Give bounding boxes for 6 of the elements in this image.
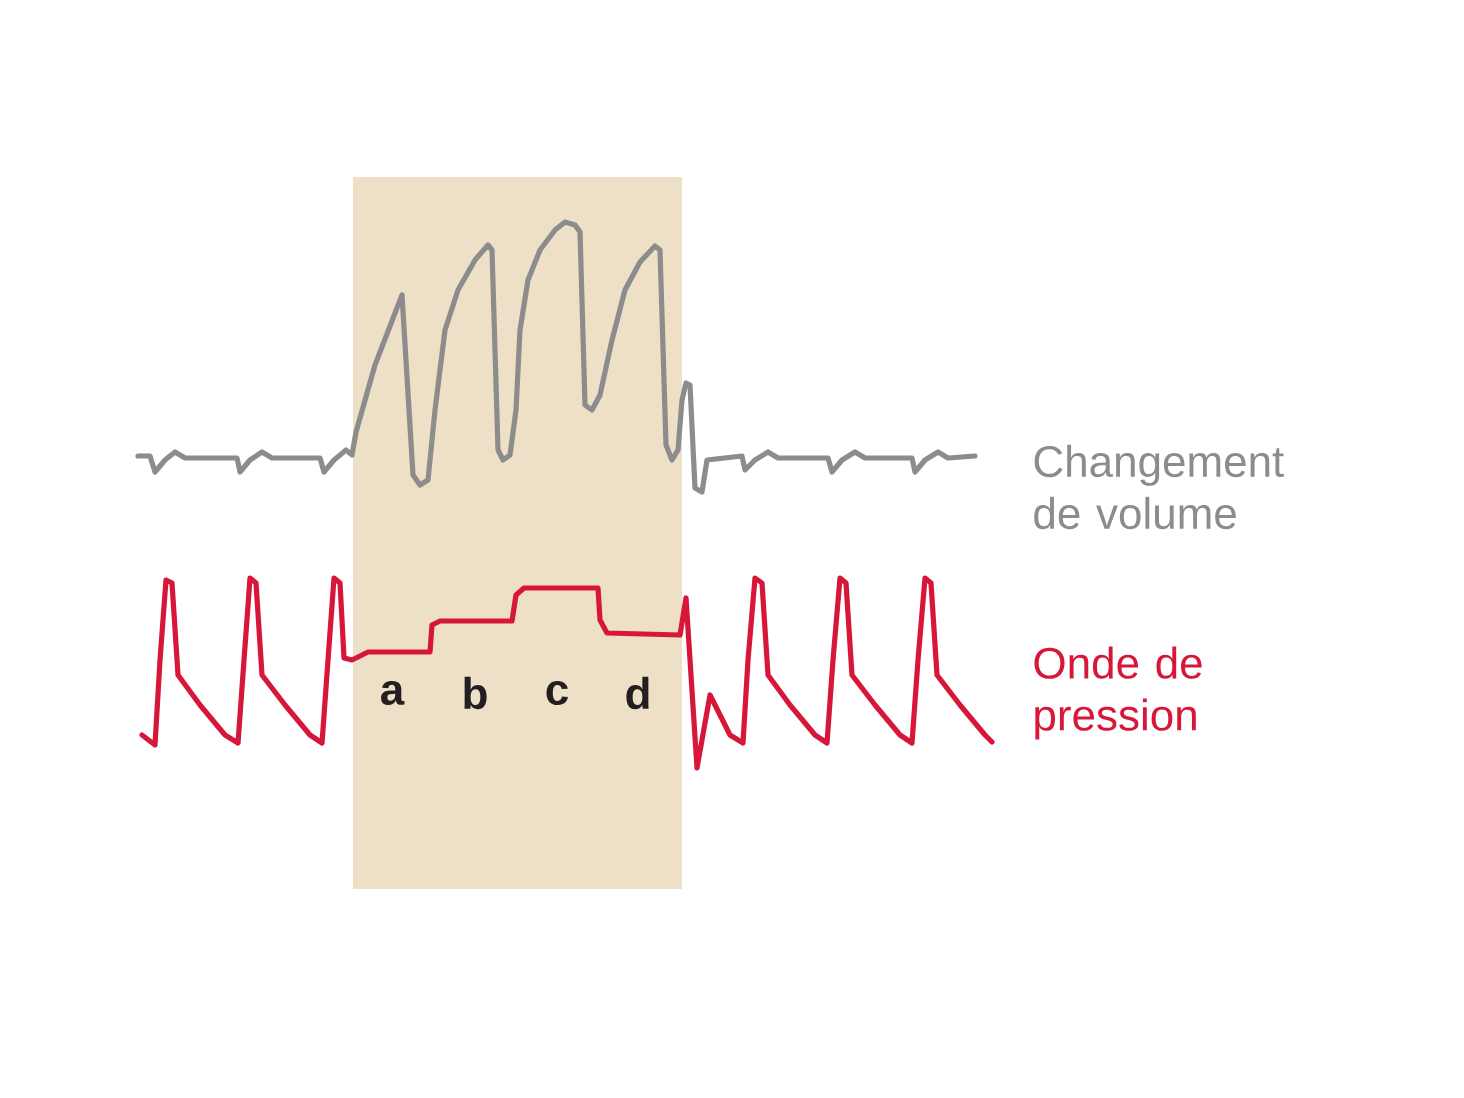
trace-label: Onde de pression xyxy=(1034,646,1202,740)
trace-label: Changement de volume xyxy=(1034,444,1284,530)
phase-letter: b xyxy=(464,676,487,710)
phase-letter: d xyxy=(626,676,649,710)
phase-letter: c xyxy=(546,680,568,706)
phase-letter: a xyxy=(381,680,405,706)
